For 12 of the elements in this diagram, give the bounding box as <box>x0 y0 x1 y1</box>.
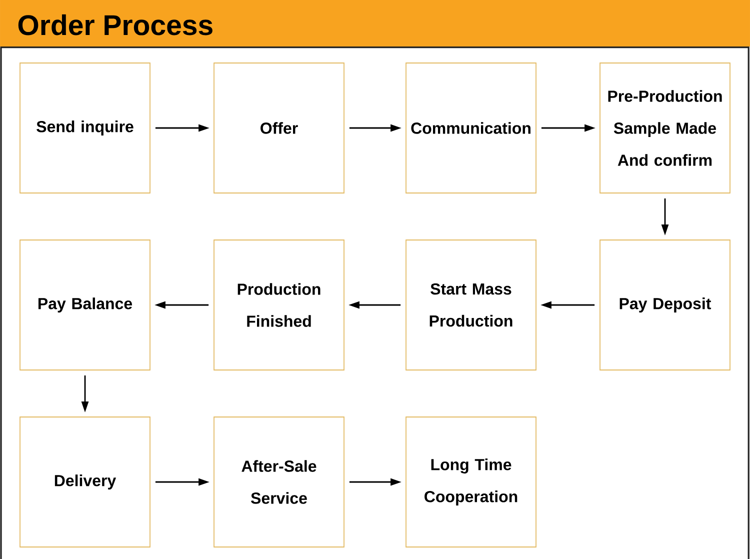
process-box: Delivery <box>20 416 150 548</box>
process-box: Offer <box>214 62 344 194</box>
process-box: Start Mass Production <box>406 240 536 370</box>
process-box: Pre-Production Sample Made And confirm <box>600 62 730 194</box>
process-box: Long Time Cooperation <box>406 416 536 548</box>
process-box: Pay Balance <box>20 240 150 370</box>
process-box: Pay Deposit <box>600 240 730 370</box>
process-box: Production Finished <box>214 240 344 370</box>
process-box: Send inquire <box>20 62 150 194</box>
process-box: Communication <box>406 62 536 194</box>
process-box: After-Sale Service <box>214 416 344 548</box>
header-banner: Order Process <box>0 0 750 46</box>
